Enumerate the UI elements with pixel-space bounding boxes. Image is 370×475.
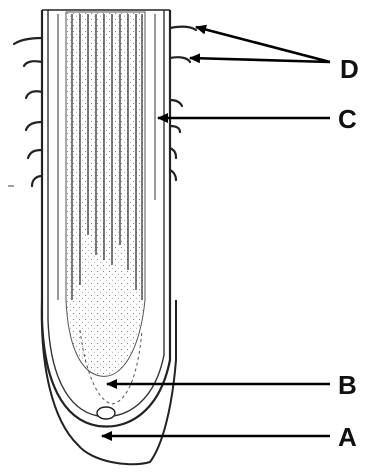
quiescent-cell <box>97 407 115 419</box>
arrow-d-lower <box>190 58 330 62</box>
label-d: D <box>340 54 359 84</box>
label-c: C <box>338 104 357 134</box>
root-hairs-right <box>170 27 196 180</box>
cortex-stippled-region <box>66 12 145 376</box>
root-hairs-left <box>14 38 42 186</box>
label-b: B <box>338 370 357 400</box>
arrow-d-upper <box>196 27 330 62</box>
label-a: A <box>338 422 357 452</box>
